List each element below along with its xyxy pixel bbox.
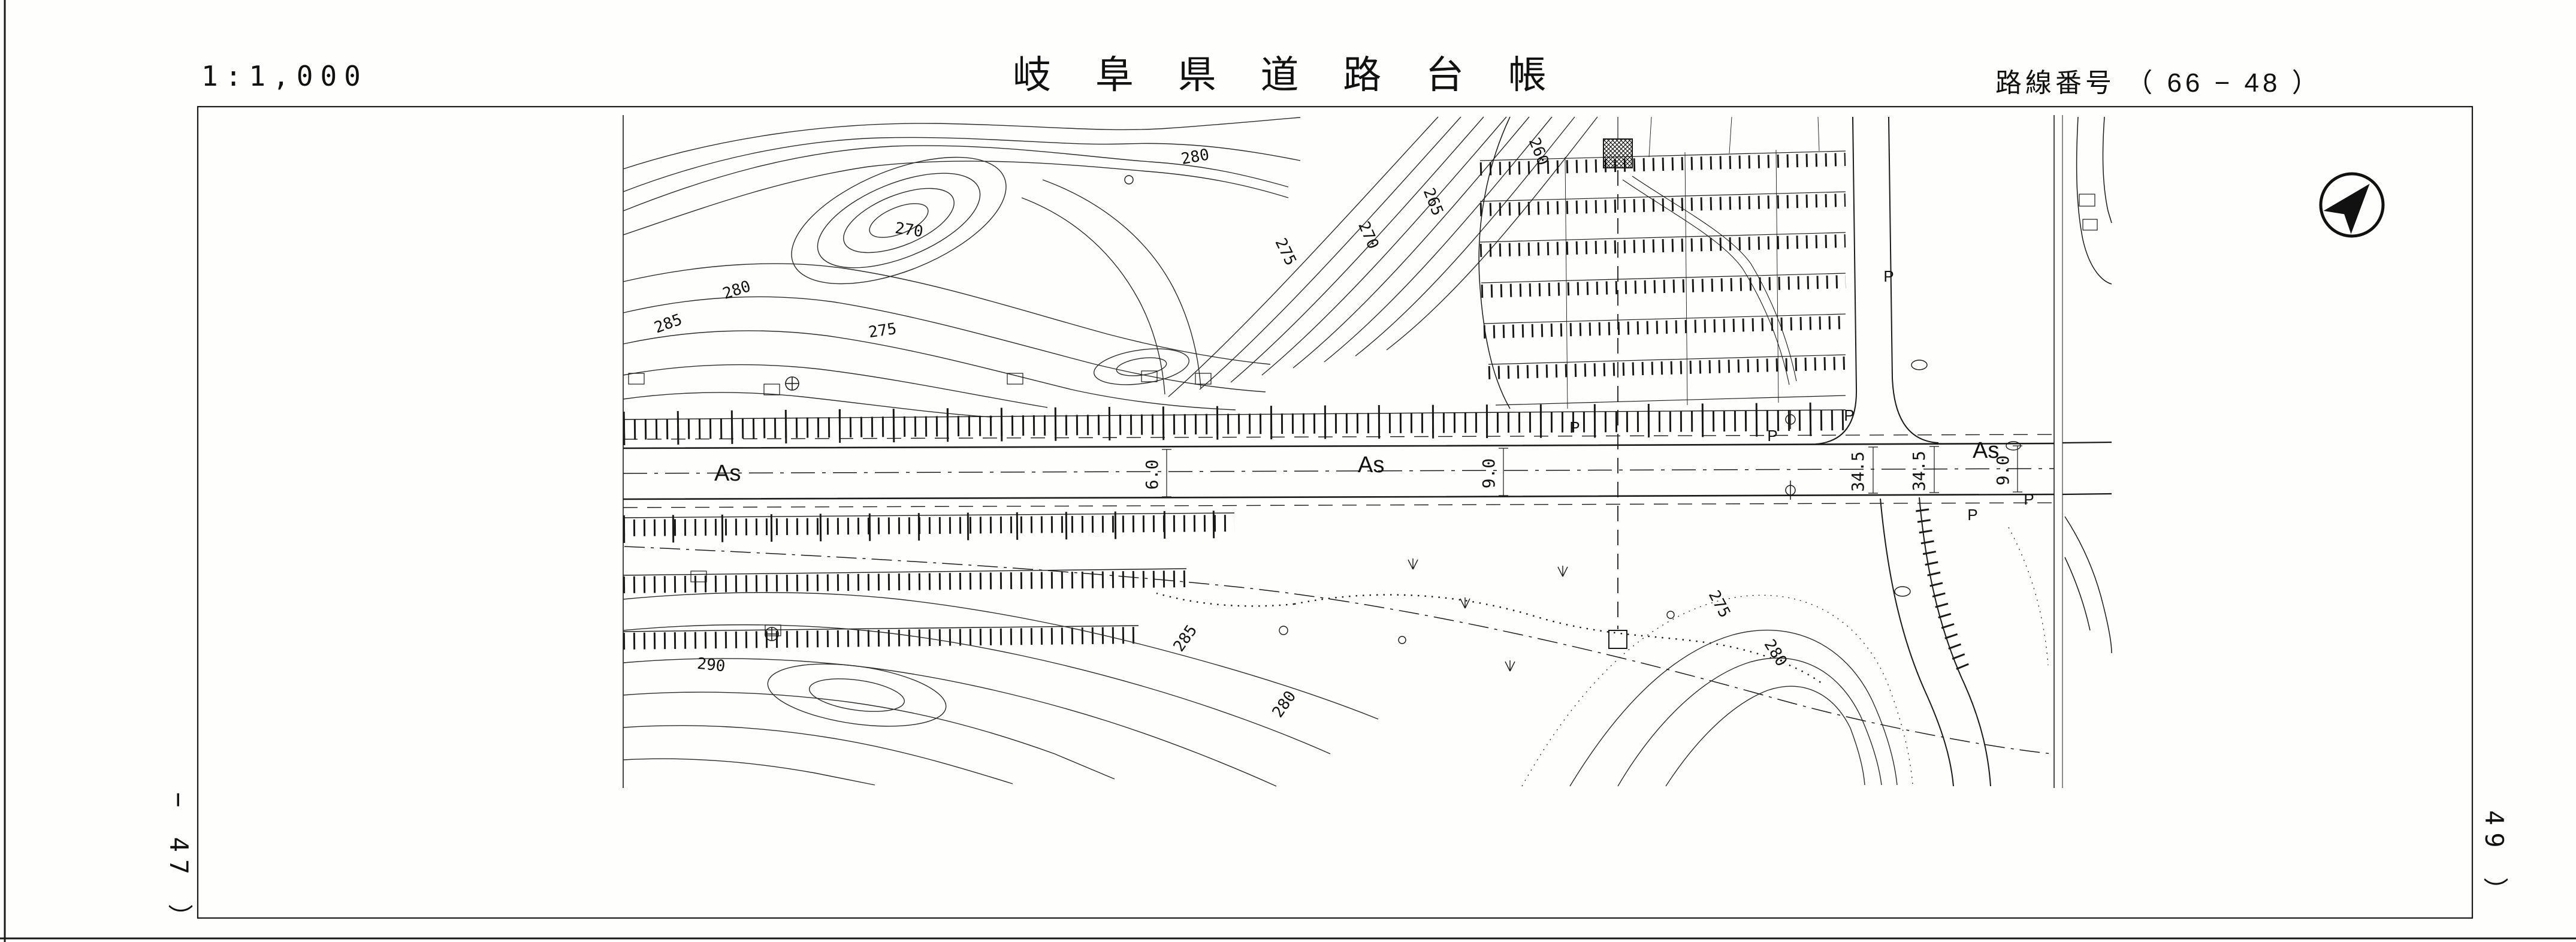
map-labels: As As As 280 270 260 265 270 275 280 285… [652,135,2034,721]
pylon-symbol [1603,138,1633,168]
point-label: P [1767,427,1777,445]
adjacent-sheet-right: 49 ） [2480,810,2509,910]
field-boundaries [624,546,2053,754]
width-measurement: 34.5 [1848,451,1868,491]
contour-label: 275 [868,320,898,342]
scale-label: 1:1,000 [201,60,368,92]
contour-lines-lower-left [623,592,1379,787]
contour-label: 270 [1354,219,1382,252]
point-label: P [2024,490,2034,508]
contour-label: 275 [1705,587,1734,621]
contour-lines-upper-left [623,117,1301,418]
slope-hatching-upper [623,402,1846,445]
contour-label: 275 [1271,236,1300,268]
point-label: P [1569,418,1580,436]
benchmark-icon [765,627,779,641]
point-label: P [1883,267,1894,285]
power-line [1603,117,1633,649]
main-road [623,434,2112,508]
contour-label: 280 [1180,146,1210,168]
cross-roads [1815,116,2112,787]
contour-label: 280 [1269,688,1300,721]
contour-label: 285 [1170,622,1201,656]
contour-label: 290 [696,655,726,676]
point-label: P [1967,506,1977,524]
grass-icon [1505,660,1515,672]
width-measurement: 6.0 [1142,460,1162,490]
contour-label: 280 [721,277,753,303]
surface-label: As [1973,438,1999,463]
slope-hatching-lower [623,511,1235,650]
point-label: P [1844,406,1854,424]
width-measurement: 9.0 [1993,455,2013,486]
grass-icon [1557,566,1568,577]
utility-pole-icon [1785,481,1796,500]
contour-lines-lower-right [1521,527,2049,787]
grass-icon [1408,558,1418,570]
north-arrow-icon [2319,172,2385,238]
route-number-label: 路線番号 （ 66 − 48 ） [1995,68,2322,98]
grass-icon [1460,597,1470,609]
contour-label: 270 [894,219,925,241]
benchmark-icon [785,376,799,391]
surface-label: As [714,461,741,486]
surface-label: As [1358,452,1384,478]
utility-pole-icon [1785,410,1796,429]
width-measurement: 9.0 [1479,458,1499,489]
map-symbols [628,175,2098,672]
pole-base-symbol [1608,630,1627,649]
dimension-lines [1162,445,2022,497]
contour-label: 280 [1760,636,1790,670]
page-title: 岐 阜 県 道 路 台 帳 [1013,53,1563,96]
width-measurement: 34.5 [1909,451,1929,491]
adjacent-sheet-left: − 47 ） [164,792,194,937]
contour-label: 285 [652,310,684,337]
terraced-fields [1478,116,1846,409]
